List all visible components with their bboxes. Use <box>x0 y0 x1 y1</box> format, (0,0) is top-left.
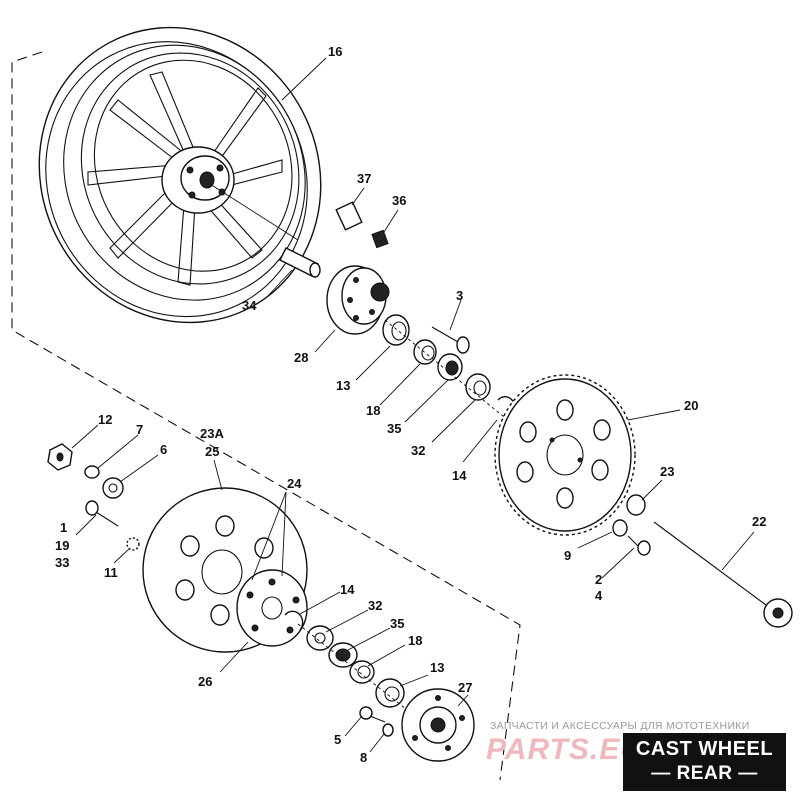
wheel-hub <box>161 146 235 214</box>
callout-14-lower: 14 <box>340 582 355 597</box>
callout-labels: 16 37 36 34 3 28 13 18 35 32 14 20 23 22… <box>55 44 766 765</box>
callout-9: 9 <box>564 548 571 563</box>
callout-1: 1 <box>60 520 67 535</box>
part-9-washer <box>612 519 628 537</box>
callout-18-upper: 18 <box>366 403 380 418</box>
callout-28: 28 <box>294 350 308 365</box>
watermark-logo: PARTS.EU <box>486 733 643 766</box>
part-3-bolt <box>431 326 470 354</box>
callout-35-upper: 35 <box>387 421 401 436</box>
wheel-spokes <box>87 71 283 286</box>
callout-7: 7 <box>136 422 143 437</box>
callout-2: 2 <box>595 572 602 587</box>
diagram-title-box: CAST WHEEL — REAR — <box>623 733 786 791</box>
watermark-caption: ЗАПЧАСТИ И АКСЕССУАРЫ ДЛЯ МОТОТЕХНИКИ <box>490 720 750 732</box>
callout-5: 5 <box>334 732 341 747</box>
callout-34: 34 <box>242 298 257 313</box>
part-26-hub-plate <box>236 569 308 647</box>
part-22-axle <box>653 521 793 628</box>
part-18-spacer-lower <box>349 660 375 684</box>
callout-26: 26 <box>198 674 212 689</box>
part-32-washer-lower <box>306 625 334 651</box>
callout-11: 11 <box>104 565 118 580</box>
callout-12: 12 <box>98 412 112 427</box>
part-28-hub-flange <box>326 265 390 335</box>
part-34-spacer <box>279 247 321 278</box>
part-18-spacer-upper <box>413 339 437 365</box>
callout-27: 27 <box>458 680 472 695</box>
callout-20: 20 <box>684 398 698 413</box>
diagram-subtitle: — REAR — <box>651 763 758 784</box>
callout-32-lower: 32 <box>368 598 382 613</box>
callout-35-lower: 35 <box>390 616 404 631</box>
callout-32-upper: 32 <box>411 443 425 458</box>
callout-23A: 23A <box>200 426 224 441</box>
part-20-sprocket <box>494 374 636 536</box>
callout-13-upper: 13 <box>336 378 350 393</box>
callout-22: 22 <box>752 514 766 529</box>
part-5-bolt <box>359 706 386 723</box>
callout-36: 36 <box>392 193 406 208</box>
callout-37: 37 <box>357 171 371 186</box>
part-23-spacer-right <box>626 494 646 516</box>
part-37-shim <box>335 201 363 231</box>
part-14-retaining-ring-lower <box>284 610 304 631</box>
callout-18-lower: 18 <box>408 633 422 648</box>
diagram-title: CAST WHEEL <box>635 738 774 760</box>
part-27-hub <box>401 688 475 762</box>
part-36-pad <box>371 229 389 249</box>
callout-4: 4 <box>595 588 603 603</box>
leader-lines <box>71 57 755 753</box>
callout-6: 6 <box>160 442 167 457</box>
callout-14-upper: 14 <box>452 468 467 483</box>
callout-13-lower: 13 <box>430 660 444 675</box>
part-13-bearing-lower <box>375 678 405 708</box>
callout-25: 25 <box>205 444 219 459</box>
part-12-nut <box>47 443 73 471</box>
part-7-lockwasher <box>84 465 100 479</box>
callout-3: 3 <box>456 288 463 303</box>
part-11-lockwasher <box>126 537 140 551</box>
part-1-bolt <box>85 500 119 527</box>
part-2-4-bolt <box>627 535 651 556</box>
callout-16: 16 <box>328 44 342 59</box>
callout-8: 8 <box>360 750 367 765</box>
part-13-bearing-upper <box>382 314 410 346</box>
callout-19: 19 <box>55 538 69 553</box>
callout-23: 23 <box>660 464 674 479</box>
callout-24: 24 <box>287 476 302 491</box>
part-8-nut <box>382 723 394 737</box>
callout-33: 33 <box>55 555 69 570</box>
assembly-boundary <box>11 51 521 781</box>
part-6-washer <box>102 477 124 499</box>
